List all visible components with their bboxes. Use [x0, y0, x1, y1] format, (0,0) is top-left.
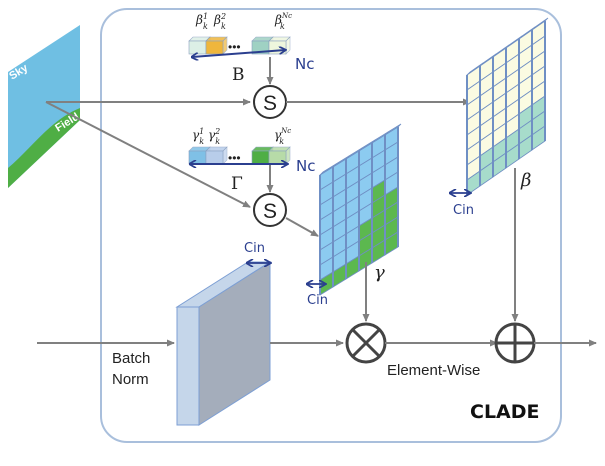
- select-node-gamma: S: [253, 193, 287, 227]
- beta-map-symbol: β: [520, 170, 531, 191]
- gamma-map-symbol: γ: [374, 262, 385, 283]
- beta-modulation-map: [466, 17, 549, 196]
- gamma-vector-cell-4: [268, 146, 291, 165]
- beta-vector-length-arrow: [192, 50, 285, 57]
- gamma-map-channel-label: Cin: [307, 293, 328, 308]
- batchnorm-label-line1: Batch: [112, 350, 150, 367]
- svg-text:S: S: [263, 200, 277, 223]
- batchnorm-label-line2: Norm: [112, 371, 149, 388]
- beta-map-channel-label: Cin: [453, 203, 474, 218]
- gamma-vector-length-label: Nc: [296, 157, 315, 175]
- beta-vector-cell-2: [205, 36, 228, 55]
- beta-vector-length-label: Nc: [295, 55, 314, 73]
- field-region: [8, 108, 80, 188]
- multiply-node: [345, 322, 387, 364]
- gamma-modulation-map: [319, 123, 402, 296]
- svg-text:S: S: [263, 92, 277, 115]
- batchnorm-feature-block: [175, 261, 272, 426]
- beta-vector-symbol: B: [232, 65, 245, 85]
- batchnorm-channel-label: Cin: [244, 241, 265, 256]
- arrow-input-to-select-gamma: [45, 101, 251, 208]
- select-node-beta: S: [253, 85, 287, 119]
- gamma-vector-symbol: Γ: [231, 174, 243, 194]
- gamma-vector-cell-2: [205, 146, 228, 165]
- gamma-vector-dots: •••: [228, 151, 241, 165]
- sky-region: [8, 25, 80, 188]
- beta-vector-dots: •••: [228, 40, 241, 54]
- clade-module-frame: [100, 8, 562, 443]
- input-semantic-map: Sky Field: [7, 25, 81, 188]
- arrow-select-to-gamma-map: [285, 217, 319, 237]
- add-node: [494, 322, 536, 364]
- element-wise-caption: Element-Wise: [387, 362, 480, 379]
- clade-title: CLADE: [470, 401, 540, 423]
